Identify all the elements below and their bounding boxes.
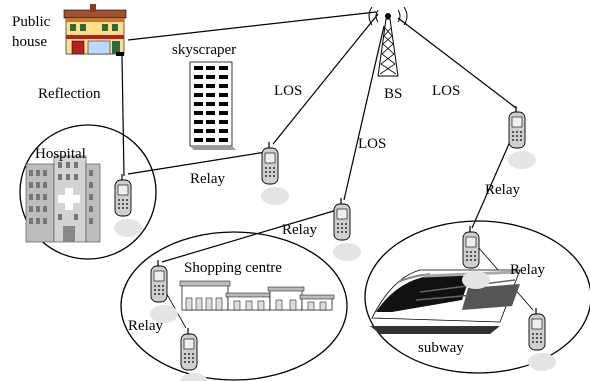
hospital-zone [19,124,157,260]
shopping-centre-label: Shopping centre [184,260,282,276]
mobile-phone-icon [113,173,143,238]
base-station-label: BS [384,86,402,102]
reflection-label: Reflection [38,86,101,102]
skyscraper-label: skyscraper [172,42,236,58]
mobile-phone-icon [507,105,537,170]
los-label-right: LOS [432,83,460,99]
los-links [121,11,534,329]
shopping-zone [120,231,348,381]
house-icon [63,4,127,56]
relay-label-shopping: Relay [282,222,317,238]
mobile-phone-icon [260,141,290,206]
relay-label-hospital: Relay [190,171,225,187]
base-station-icon [368,6,408,77]
los-label-left: LOS [274,83,302,99]
relay-label-subway-top: Relay [485,182,520,198]
mobile-phone-icon [461,225,491,290]
los-label-middle: LOS [358,136,386,152]
hospital-label: Hospital [35,146,86,162]
subway-zone [364,220,590,374]
relay-label-subway-mid: Relay [510,262,545,278]
subway-label: subway [418,340,464,356]
train-icon [370,269,521,334]
mobile-phone-icon [332,197,362,262]
mobile-phone-icon [149,259,179,324]
public-house-label-line1: Public [12,14,51,30]
shopping-centre-icon [179,280,335,311]
relay-label-shopping-bottom: Relay [128,318,163,334]
skyscraper-icon [189,61,236,150]
mobile-phone-icon [527,307,557,372]
public-house-label-line2: house [12,34,47,50]
hospital-icon [25,155,101,243]
